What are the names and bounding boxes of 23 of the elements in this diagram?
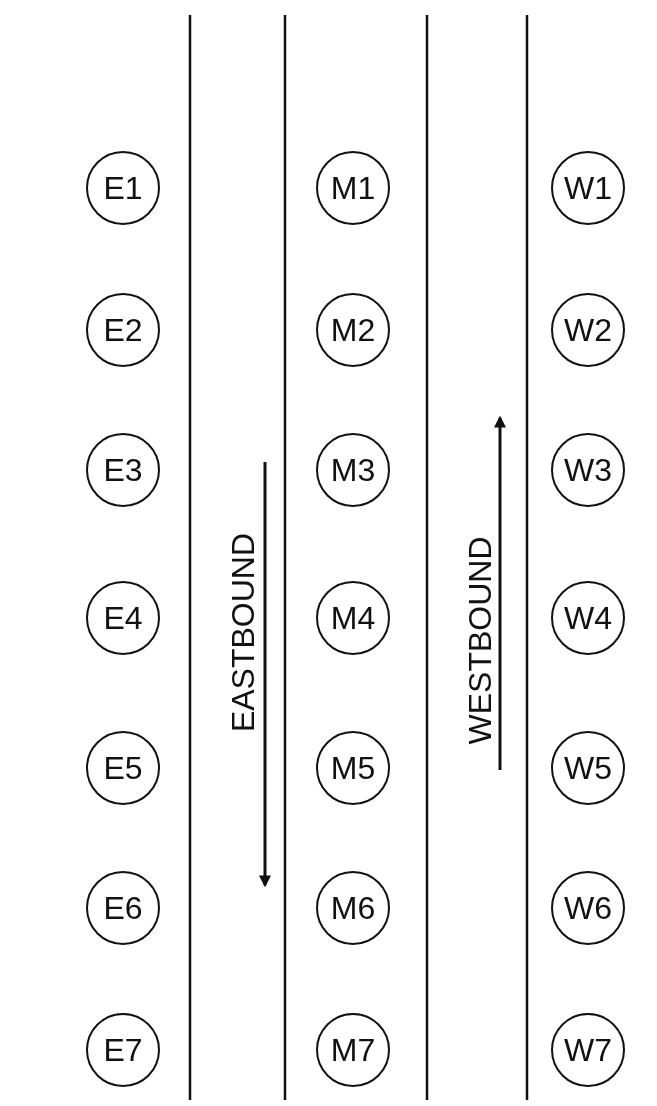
node-label: W4: [564, 602, 612, 634]
node-label: E1: [103, 172, 143, 204]
node-label: M5: [330, 752, 376, 784]
direction-label: WESTBOUND: [461, 536, 499, 744]
node-label: W6: [564, 892, 612, 924]
node-label: E2: [103, 314, 143, 346]
node-label: M6: [330, 892, 376, 924]
node-label: M3: [330, 454, 376, 486]
node-label: W7: [564, 1034, 612, 1066]
direction-label: EASTBOUND: [224, 532, 262, 732]
node-label: W3: [564, 454, 612, 486]
node-label: W2: [564, 314, 612, 346]
node-label: W5: [564, 752, 612, 784]
node-label: M7: [330, 1034, 376, 1066]
node-label: W1: [564, 172, 612, 204]
node-label: E3: [103, 454, 143, 486]
node-label: E6: [103, 892, 143, 924]
node-label: M1: [330, 172, 376, 204]
node-label: M2: [330, 314, 376, 346]
node-label: E5: [103, 752, 143, 784]
node-label: E4: [103, 602, 143, 634]
node-label: E7: [103, 1034, 143, 1066]
node-label: M4: [330, 602, 376, 634]
